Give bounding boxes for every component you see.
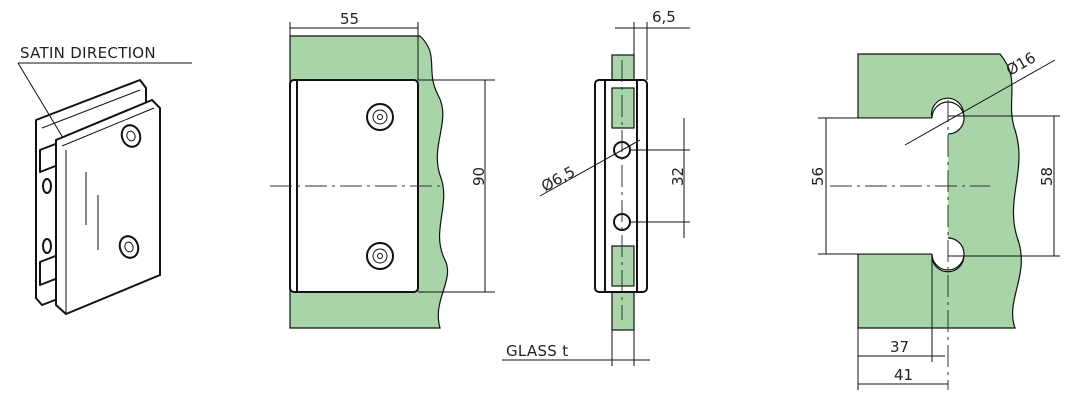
side-hinge-body — [594, 79, 648, 293]
dim-cutout-depth-outer: 41 — [894, 366, 913, 384]
dim-front-width: 55 — [340, 10, 359, 28]
dim-side-hole-diameter: Ø6,5 — [538, 162, 578, 195]
isometric-view: SATIN DIRECTION — [17, 44, 192, 316]
cutout-view: 56 58 Ø16 37 41 — [809, 48, 1060, 390]
dim-cutout-diameter: Ø16 — [1003, 48, 1039, 79]
side-view: 6,5 Ø6,5 32 GLASS t — [502, 8, 690, 366]
satin-direction-label: SATIN DIRECTION — [20, 44, 156, 62]
dim-cutout-spacing-outer: 58 — [1038, 167, 1056, 186]
front-view: 55 90 — [270, 10, 495, 329]
screw-bottom-icon — [118, 235, 140, 259]
glass-thickness-label: GLASS t — [506, 342, 568, 360]
dim-cutout-depth-inner: 37 — [890, 338, 909, 356]
cutout-glass-panel — [857, 53, 1022, 329]
dim-front-height: 90 — [470, 167, 488, 186]
dim-cutout-spacing-inner: 56 — [809, 167, 827, 186]
front-screw-top-icon — [366, 103, 394, 131]
dim-side-hole-spacing: 32 — [669, 167, 687, 186]
dim-side-thickness: 6,5 — [652, 8, 676, 26]
front-screw-bottom-icon — [366, 242, 394, 270]
front-plate — [55, 98, 161, 316]
screw-top-icon — [120, 124, 142, 148]
